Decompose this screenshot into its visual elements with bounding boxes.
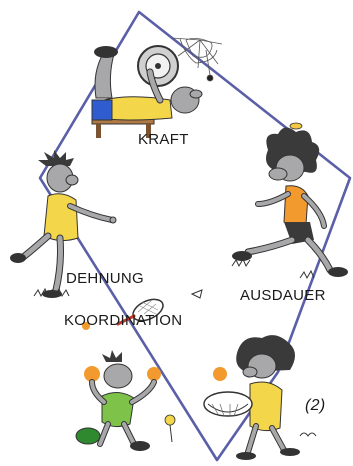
runner-figure — [232, 123, 348, 278]
weightlifter-figure — [92, 38, 222, 138]
label-ausdauer: AUSDAUER — [240, 287, 326, 304]
label-kraft: KRAFT — [138, 131, 189, 148]
source-reference: (2) — [305, 397, 325, 415]
label-dehnung: DEHNUNG — [66, 270, 144, 287]
juggler-figure — [76, 350, 175, 451]
label-koordination: KOORDINATION — [64, 312, 182, 329]
ball-catcher-figure — [204, 335, 316, 460]
